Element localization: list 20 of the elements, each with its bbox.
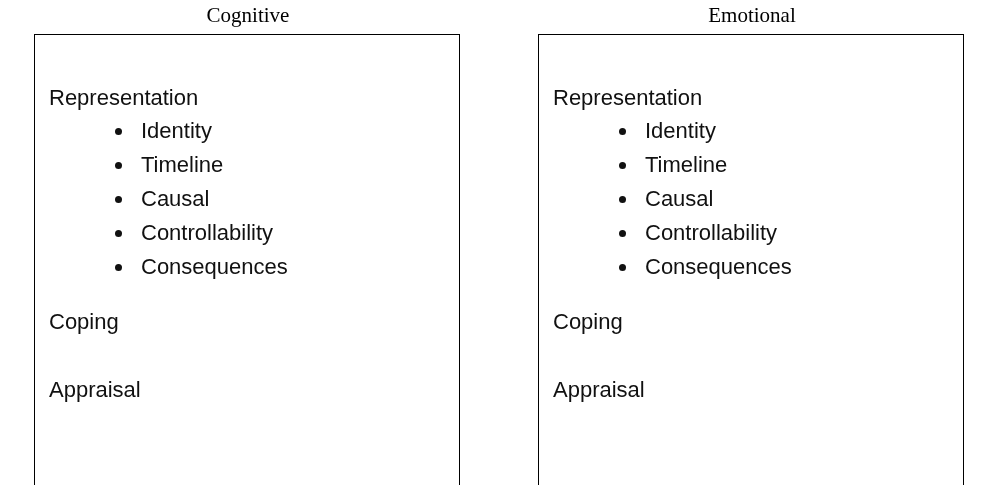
section-label: Coping	[49, 308, 119, 336]
bullet-item: Identity	[645, 118, 716, 143]
section-label: Representation	[553, 84, 703, 112]
bullet-item: Consequences	[645, 254, 792, 279]
bullet-item: Controllability	[141, 220, 274, 245]
panel-box	[34, 34, 460, 485]
column-heading: Cognitive	[205, 3, 291, 28]
bullet-item: Timeline	[141, 152, 224, 177]
bullet-item: Consequences	[141, 254, 288, 279]
section-label: Representation	[49, 84, 199, 112]
section-label: Appraisal	[49, 376, 141, 404]
bullet-item: Controllability	[645, 220, 778, 245]
bullet-item: Timeline	[645, 152, 728, 177]
bullet-item: Identity	[141, 118, 212, 143]
column-heading: Emotional	[707, 3, 797, 28]
bullet-item: Causal	[645, 186, 714, 211]
bullet-item: Causal	[141, 186, 210, 211]
section-label: Appraisal	[553, 376, 645, 404]
section-label: Coping	[553, 308, 623, 336]
panel-box	[538, 34, 964, 485]
